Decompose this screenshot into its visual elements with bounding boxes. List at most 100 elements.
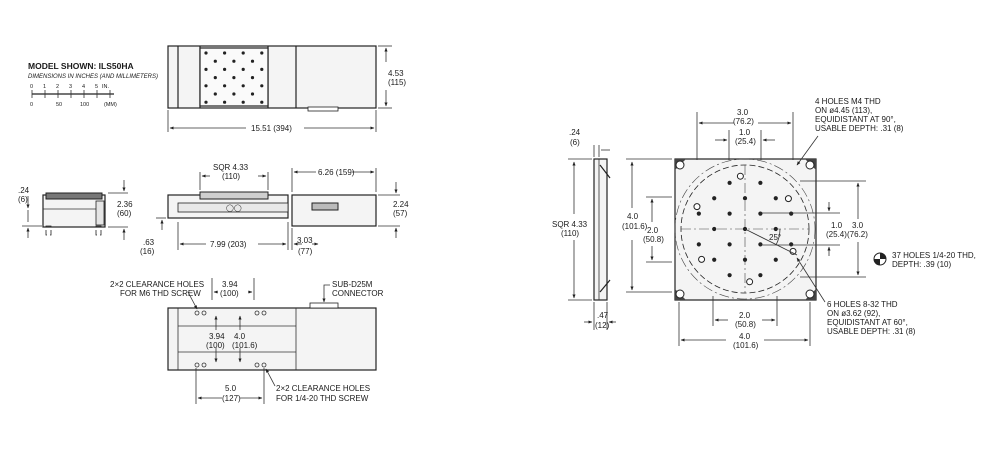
- scale-in-5: 5: [95, 84, 98, 90]
- end-left-h-mm: (6): [18, 195, 28, 204]
- threaded-hole: [742, 196, 748, 201]
- mounting-hole: [260, 100, 264, 104]
- threaded-hole: [758, 273, 763, 278]
- threaded-hole: [727, 211, 732, 216]
- carr-d30-mm: (76.2): [733, 117, 754, 126]
- mounting-hole: [204, 100, 208, 104]
- bottom-holes-m6-l1: 2×2 CLEARANCE HOLES: [110, 280, 204, 289]
- side-right-h-mm: (57): [393, 209, 408, 218]
- mounting-hole: [223, 51, 227, 55]
- bottom-h2: 4.0: [234, 332, 246, 341]
- mounting-hole: [223, 67, 227, 71]
- scale-in-4: 4: [82, 84, 85, 90]
- mounting-hole: [250, 76, 255, 80]
- mounting-hole: [260, 67, 264, 71]
- bottom-h1: 3.94: [209, 332, 225, 341]
- carr-h832-l3: EQUIDISTANT AT 60°,: [827, 318, 908, 327]
- mounting-hole: [232, 92, 236, 96]
- mounting-hole: [260, 84, 264, 88]
- mounting-hole: [232, 59, 236, 63]
- bottom-h1-mm: (100): [206, 341, 225, 350]
- carriage-top-view: 3.0 (76.2) 1.0 (25.4) 4 HOLES M4 THD ON …: [622, 97, 976, 350]
- carr-v20: 2.0: [647, 226, 659, 235]
- side-sqr-mm: (110): [222, 172, 240, 181]
- mounting-hole: [241, 84, 245, 88]
- carriage-hole-pattern: [204, 51, 264, 104]
- stage-bottom-view: 2×2 CLEARANCE HOLES FOR M6 THD SCREW 3.9…: [110, 278, 384, 404]
- bottom-w1-mm: (100): [220, 289, 239, 298]
- side-travel: 7.99 (203): [210, 240, 247, 249]
- end-left-h: .24: [18, 186, 30, 195]
- carr-top-dim: .24: [569, 128, 581, 137]
- bottom-h2-mm: (101.6): [232, 341, 258, 350]
- scale-in-unit: IN.: [102, 84, 110, 90]
- carr-m4-l4: USABLE DEPTH: .31 (8): [815, 124, 904, 133]
- threaded-hole-icon: [873, 252, 887, 266]
- bottom-w1: 3.94: [222, 280, 238, 289]
- mounting-hole: [223, 84, 227, 88]
- connector-icon: [311, 202, 339, 211]
- bottom-holes-14-l2: FOR 1/4-20 THD SCREW: [276, 394, 369, 403]
- bottom-w2-mm: (127): [222, 394, 241, 403]
- scale-in-3: 3: [69, 84, 72, 90]
- carriage-side-view: .24 (6) SQR 4.33 (110) .47 (12): [552, 128, 616, 330]
- carriage-logo-icon: ◯◯: [226, 204, 242, 212]
- carr-bottom-dim: .47: [597, 311, 609, 320]
- threaded-hole: [773, 226, 778, 232]
- threaded-hole: [727, 180, 732, 185]
- threaded-hole: [758, 242, 763, 247]
- stage-side-view: ◯◯ SQR 4.33 (110) 6.26 (159) 2.24 (57) .…: [140, 163, 409, 256]
- threaded-hole: [727, 242, 732, 247]
- mounting-hole: [204, 67, 208, 71]
- threaded-hole: [789, 242, 794, 247]
- mounting-hole: [260, 51, 264, 55]
- mounting-hole: [204, 84, 208, 88]
- bottom-holes-m6-l2: FOR M6 THD SCREW: [120, 289, 201, 298]
- carr-m4-l1: 4 HOLES M4 THD: [815, 97, 881, 106]
- bottom-connector-l2: CONNECTOR: [332, 289, 384, 298]
- carr-m4-l3: EQUIDISTANT AT 90°,: [815, 115, 896, 124]
- carr-v40: 4.0: [627, 212, 639, 221]
- scale-bar: 0 1 2 3 4 5 IN. 0 50 100 (MM): [30, 84, 117, 108]
- threaded-hole: [712, 257, 717, 262]
- threaded-hole: [696, 211, 701, 216]
- mounting-hole: [213, 76, 217, 80]
- tapped-hole-8-32: [746, 278, 754, 286]
- mounting-hole: [241, 51, 245, 55]
- end-right-h: 2.36: [117, 200, 133, 209]
- side-right-h: 2.24: [393, 200, 409, 209]
- mounting-hole: [241, 67, 245, 71]
- mounting-hole: [213, 59, 217, 63]
- carr-r30-mm: (76.2): [847, 230, 868, 239]
- side-left-h: .63: [143, 238, 155, 247]
- threaded-hole: [789, 211, 794, 216]
- mounting-hole: [232, 76, 236, 80]
- carr-d30: 3.0: [737, 108, 749, 117]
- threaded-hole: [712, 196, 717, 201]
- tapped-hole-8-32: [698, 255, 706, 263]
- side-offset-mm: (77): [298, 247, 313, 256]
- carr-sqr-mm: (110): [561, 229, 579, 238]
- mounting-hole: [223, 100, 227, 104]
- stage-top-view: 4.53 (115) 15.51 (394): [167, 45, 406, 133]
- carr-m4-l2: ON ø4.45 (113),: [815, 106, 872, 115]
- mounting-hole: [250, 92, 255, 96]
- end-right-h-mm: (60): [117, 209, 132, 218]
- mounting-hole: [250, 59, 255, 63]
- bottom-w2: 5.0: [225, 384, 237, 393]
- carr-r30: 3.0: [852, 221, 864, 230]
- top-height-label: 4.53: [388, 69, 404, 78]
- carr-bottom-dim-mm: (12): [595, 321, 610, 330]
- threaded-hole: [758, 180, 763, 185]
- carr-r10-mm: (25.4): [826, 230, 847, 239]
- threaded-hole: [773, 257, 778, 262]
- carr-h832-l4: USABLE DEPTH: .31 (8): [827, 327, 916, 336]
- carr-top-dim-mm: (6): [570, 138, 580, 147]
- tapped-hole-8-32: [736, 172, 744, 180]
- side-sqr: SQR 4.33: [213, 163, 249, 172]
- carr-h37-l1: 37 HOLES 1/4-20 THD,: [892, 251, 976, 260]
- threaded-hole: [773, 196, 778, 201]
- tapped-hole-8-32: [789, 247, 797, 255]
- threaded-hole: [742, 257, 748, 262]
